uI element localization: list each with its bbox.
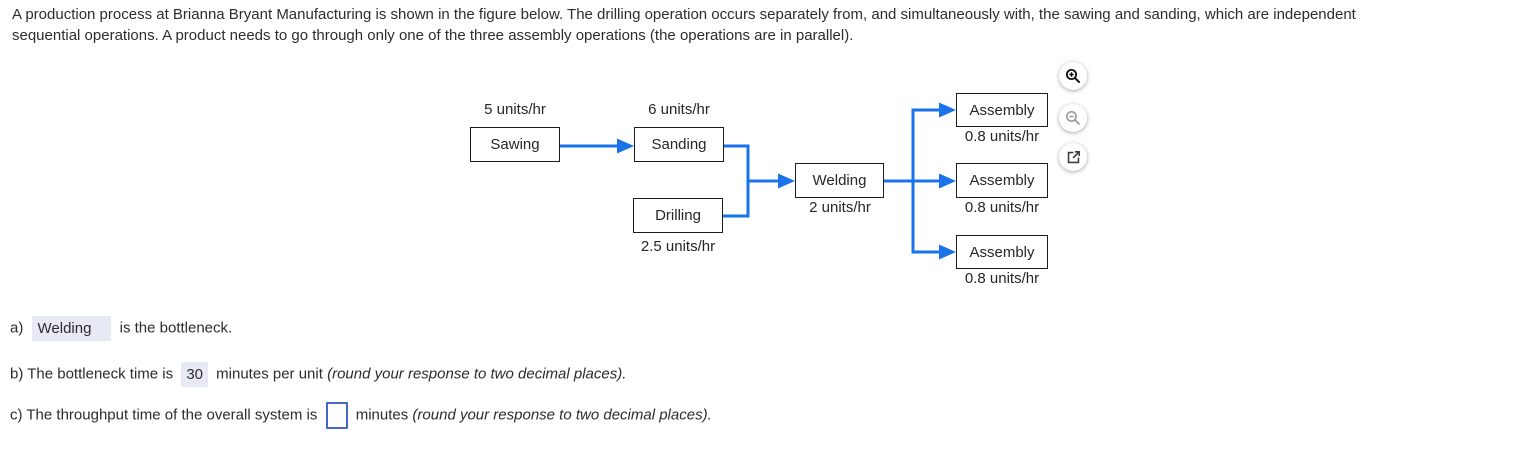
rate-label-welding: 2 units/hr <box>809 199 871 216</box>
node-welding: Welding <box>795 163 884 198</box>
question-a-suffix: is the bottleneck. <box>119 319 233 337</box>
rate-label-assembly-middle: 0.8 units/hr <box>964 199 1040 216</box>
question-c-answer-input[interactable] <box>325 402 348 429</box>
question-b-mid: minutes per unit <box>216 365 323 383</box>
question-b: b) The bottleneck time is 30 minutes per… <box>10 362 626 387</box>
problem-statement-line2: sequential operations. A product needs t… <box>12 26 854 44</box>
question-c-prefix: c) The throughput time of the overall sy… <box>10 406 318 424</box>
node-sawing: Sawing <box>470 127 560 162</box>
open-in-new-button[interactable] <box>1059 143 1087 171</box>
zoom-out-button[interactable] <box>1059 104 1087 132</box>
question-b-prefix: b) The bottleneck time is <box>10 365 174 383</box>
node-assembly-middle: Assembly <box>956 163 1048 198</box>
question-a-prefix: a) <box>10 319 24 337</box>
rate-label-assembly-bottom: 0.8 units/hr <box>964 270 1040 287</box>
question-b-answer-field[interactable]: 30 <box>181 362 208 387</box>
rate-label-sawing: 5 units/hr <box>484 101 546 118</box>
node-drilling: Drilling <box>633 198 723 233</box>
rate-label-sanding: 6 units/hr <box>648 101 710 118</box>
problem-statement: A production process at Brianna Bryant M… <box>12 5 1532 46</box>
rate-label-drilling: 2.5 units/hr <box>640 238 716 255</box>
open-in-new-icon <box>1067 150 1080 163</box>
question-a-answer-field[interactable]: Welding <box>31 316 112 341</box>
question-c: c) The throughput time of the overall sy… <box>10 402 712 429</box>
node-assembly-top: Assembly <box>956 93 1048 127</box>
process-flow-diagram: Sawing Sanding Drilling Welding Assembly… <box>470 93 1048 287</box>
zoom-out-icon <box>1066 111 1080 125</box>
node-assembly-bottom: Assembly <box>956 235 1048 269</box>
rate-label-assembly-top: 0.8 units/hr <box>964 128 1040 145</box>
problem-statement-line1: A production process at Brianna Bryant M… <box>12 6 1356 23</box>
question-b-note: (round your response to two decimal plac… <box>327 365 627 383</box>
flow-connectors <box>560 102 956 260</box>
node-sanding: Sanding <box>634 127 724 162</box>
zoom-in-button[interactable] <box>1059 62 1087 90</box>
question-a: a) Welding is the bottleneck. <box>10 316 232 341</box>
zoom-in-icon <box>1065 68 1080 83</box>
question-c-mid: minutes <box>355 406 409 424</box>
question-c-note: (round your response to two decimal plac… <box>412 406 712 424</box>
